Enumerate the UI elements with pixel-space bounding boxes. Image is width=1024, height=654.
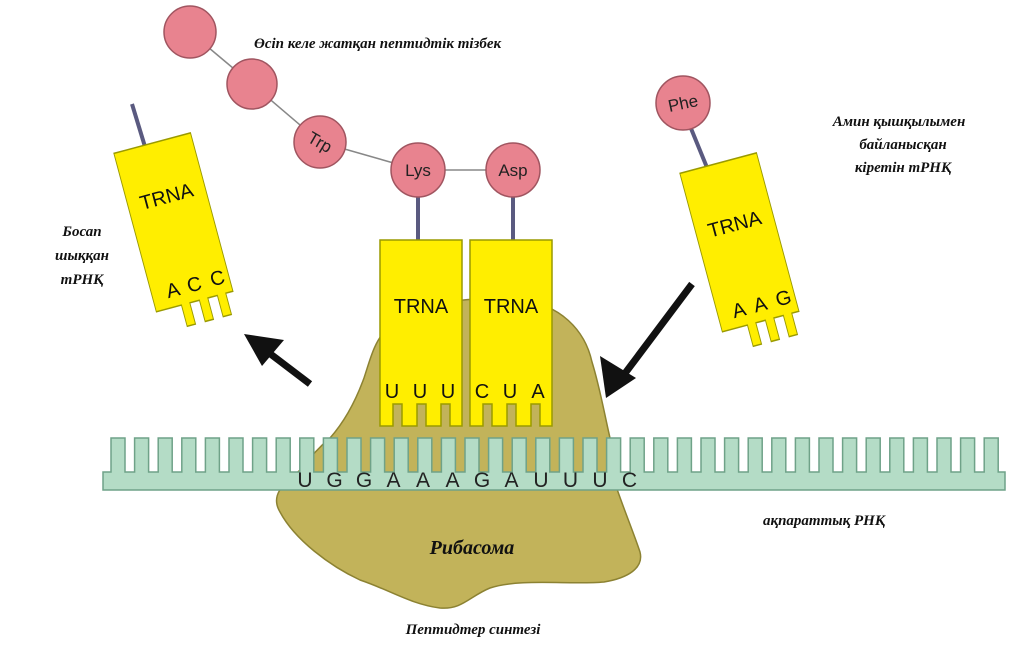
anticodon-lys-3: U [441, 381, 455, 403]
released-trna-caption-line3: тРНҚ [61, 272, 104, 288]
anticodon-asp-3: A [531, 381, 545, 403]
mrna-nucleotide: G [474, 469, 490, 492]
trna-stems [130, 103, 710, 242]
mrna-nucleotide: G [356, 469, 372, 492]
mrna-nucleotide: U [563, 469, 578, 492]
mrna-nucleotide: U [533, 469, 548, 492]
mrna-nucleotide: C [622, 469, 637, 492]
lys-label: Lys [405, 161, 431, 180]
lys-residue: Lys [390, 142, 446, 198]
phe-residue: Phe [655, 75, 711, 131]
asp-residue: Asp [485, 142, 541, 198]
released-trna-caption-line1: Босап [61, 224, 101, 240]
incoming-trna-caption-line2: байланысқан [859, 137, 946, 153]
trna-asp-site: TRNA C U A [469, 239, 553, 427]
growing-chain-caption: Өсіп келе жатқан пептидтік тізбек [254, 36, 502, 52]
incoming-trna-caption-line3: кіретін тРНҚ [855, 160, 952, 176]
anticodon-lys-1: U [385, 381, 399, 403]
mrna-caption: ақпараттық РНҚ [763, 513, 886, 529]
anticodon-released-1: A [164, 278, 183, 303]
anticodon-incoming-1: A [730, 298, 749, 323]
mrna-nucleotide: U [592, 469, 607, 492]
ribosome-caption: Рибасома [429, 537, 515, 559]
mrna-nucleotide: U [297, 469, 312, 492]
release-arrow [244, 334, 313, 387]
growing-chain-residue-2 [226, 58, 278, 110]
mrna-nucleotide: A [445, 469, 459, 492]
trna-incoming: TRNA A A G [679, 152, 800, 348]
anticodon-released-2: C [185, 273, 205, 298]
synthesis-caption: Пептидтер синтезі [405, 622, 542, 638]
mrna-nucleotide: A [386, 469, 400, 492]
trna-lys-label: TRNA [394, 296, 449, 318]
asp-label: Asp [498, 161, 527, 180]
anticodon-lys-2: U [413, 381, 427, 403]
anticodon-asp-2: U [503, 381, 517, 403]
mrna-nucleotide: A [416, 469, 430, 492]
anticodon-incoming-2: A [751, 293, 770, 318]
anticodon-released-3: C [208, 266, 228, 291]
trp-residue: Trp [293, 115, 347, 169]
mrna-nucleotide: A [504, 469, 518, 492]
anticodon-incoming-3: G [773, 286, 794, 311]
trna-released: TRNA A C C [113, 132, 234, 328]
trna-lys-site: TRNA U U U [379, 239, 463, 427]
released-trna-caption-line2: шыққан [55, 248, 109, 264]
anticodon-asp-1: C [475, 381, 489, 403]
growing-chain-residue-1 [163, 5, 217, 59]
mrna-strand [102, 437, 1006, 491]
incoming-arrow [600, 281, 695, 398]
trna-asp-label: TRNA [484, 296, 539, 318]
mrna-nucleotide: G [326, 469, 342, 492]
incoming-trna-caption-line1: Амин қышқылымен [832, 114, 966, 130]
